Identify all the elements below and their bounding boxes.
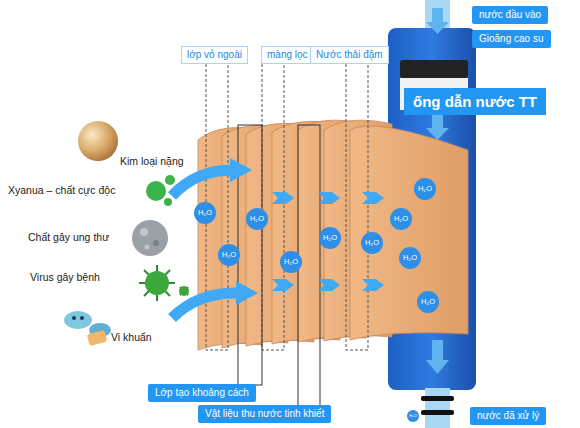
chevron-arrow [272,192,384,291]
layer-bracket [206,62,368,350]
outlet-ring [421,410,454,415]
rubber-seal [400,60,468,78]
node-text: H₂O [421,298,435,307]
node-text: Nước thải đậm [316,49,383,60]
water-molecule: H₂O [414,178,436,200]
node-text: Vật liệu thu nước tinh khiết [205,408,324,419]
water-molecule: H₂O [218,244,240,266]
node-text: H₂O [403,254,417,263]
contaminant-label: Chất gây ung thư [28,231,109,243]
contaminant-label: Vi khuẩn [111,331,152,343]
water-molecule: H₂O [319,227,341,249]
node-text: H₂O [198,209,212,218]
cyanide-icon [146,175,175,206]
water-molecule: H₂O [280,251,302,273]
water-molecule: H₂O [399,247,421,269]
water-molecule: H₂O [246,208,268,230]
node-text: H₂O [365,239,379,248]
part-tag: Nước thải đậm [310,46,389,64]
part-tag: ống dẫn nước TT [404,88,546,115]
part-tag: nước đã xử lý [470,407,546,425]
node-text: H₂O [222,251,236,260]
flow-arrow [426,8,449,34]
node-text: H₂O [250,215,264,224]
part-tag: nước đầu vào [472,6,548,24]
node-text: Gioăng cao su [479,33,544,44]
contaminant-label: Kim loại nặng [120,155,184,167]
bacteria-icon [64,311,111,346]
water-molecule: H₂O [361,232,383,254]
inflow-arrow [172,158,258,318]
virus-icon [139,265,189,301]
part-tag: Lớp tạo khoảng cách [148,384,256,402]
node-text: lớp vỏ ngoài [187,49,242,60]
water-molecule: H₂O [194,202,216,224]
node-text: nước đã xử lý [477,410,539,421]
part-tag: Vật liệu thu nước tinh khiết [198,405,331,423]
carcinogen-icon [132,220,168,256]
node-text: H₂O [284,258,298,267]
node-text: Lớp tạo khoảng cách [155,387,249,398]
water-molecule: H₂O [407,410,419,422]
part-tag: lớp vỏ ngoài [181,46,248,64]
outflow-stream [425,388,450,428]
flow-arrow [426,340,449,374]
water-molecule: H₂O [390,208,412,230]
leader-bracket [238,125,320,406]
contaminant-label: Virus gây bệnh [30,271,100,283]
node-text: H₂O [394,215,408,224]
node-text: H₂O [409,414,417,419]
part-tag: màng lọc [261,46,314,64]
node-text: màng lọc [267,49,308,60]
node-text: H₂O [418,185,432,194]
node-text: H₂O [323,234,337,243]
outlet-ring [421,396,454,401]
heavy-metal-icon [78,121,118,161]
contaminant-label: Xyanua – chất cực độc [8,184,115,196]
part-tag: Gioăng cao su [472,30,551,48]
water-molecule: H₂O [417,291,439,313]
flow-arrow [426,112,449,140]
node-text: ống dẫn nước TT [413,93,537,110]
node-text: nước đầu vào [479,9,541,20]
